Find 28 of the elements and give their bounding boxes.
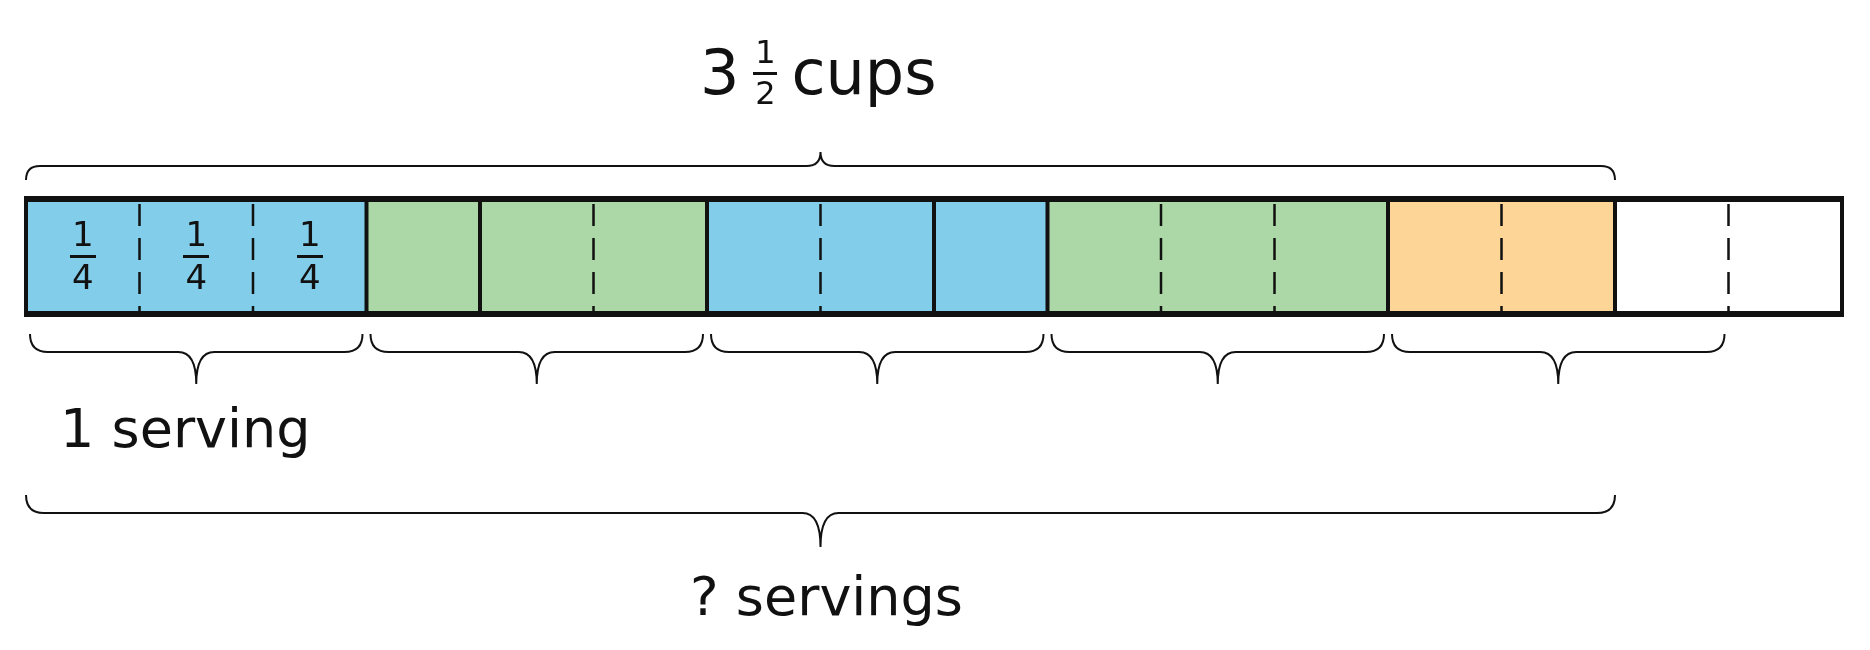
fraction-numerator: 1 [185,217,208,253]
bar-segment [139,198,253,315]
bar-segment [820,198,934,315]
serving-label: 1 serving [60,402,311,456]
fraction-denominator: 4 [298,260,321,296]
bar-segment [1501,198,1615,315]
bar-segment [1274,198,1388,315]
bar-segment [707,198,821,315]
unit-label: cups [791,42,937,105]
fraction-numerator: 1 [298,217,321,253]
bar-segment [1728,198,1842,315]
bar-segment [593,198,707,315]
servings-question: ? servings [690,570,963,624]
bar-segment [1047,198,1161,315]
bar-segment [1615,198,1729,315]
bar-segment [934,198,1048,315]
bar-segment [253,198,367,315]
bar-segment [366,198,480,315]
fraction-numerator: 1 [755,36,776,70]
bar-segment [1388,198,1502,315]
bar-segment [26,198,140,315]
bar-segment [480,198,594,315]
fraction-denominator: 4 [71,260,94,296]
fraction-denominator: 2 [755,76,776,111]
fraction-denominator: 4 [185,260,208,296]
fraction-numerator: 1 [71,217,94,253]
bar-segment [1161,198,1275,315]
whole-number: 3 [700,42,740,105]
